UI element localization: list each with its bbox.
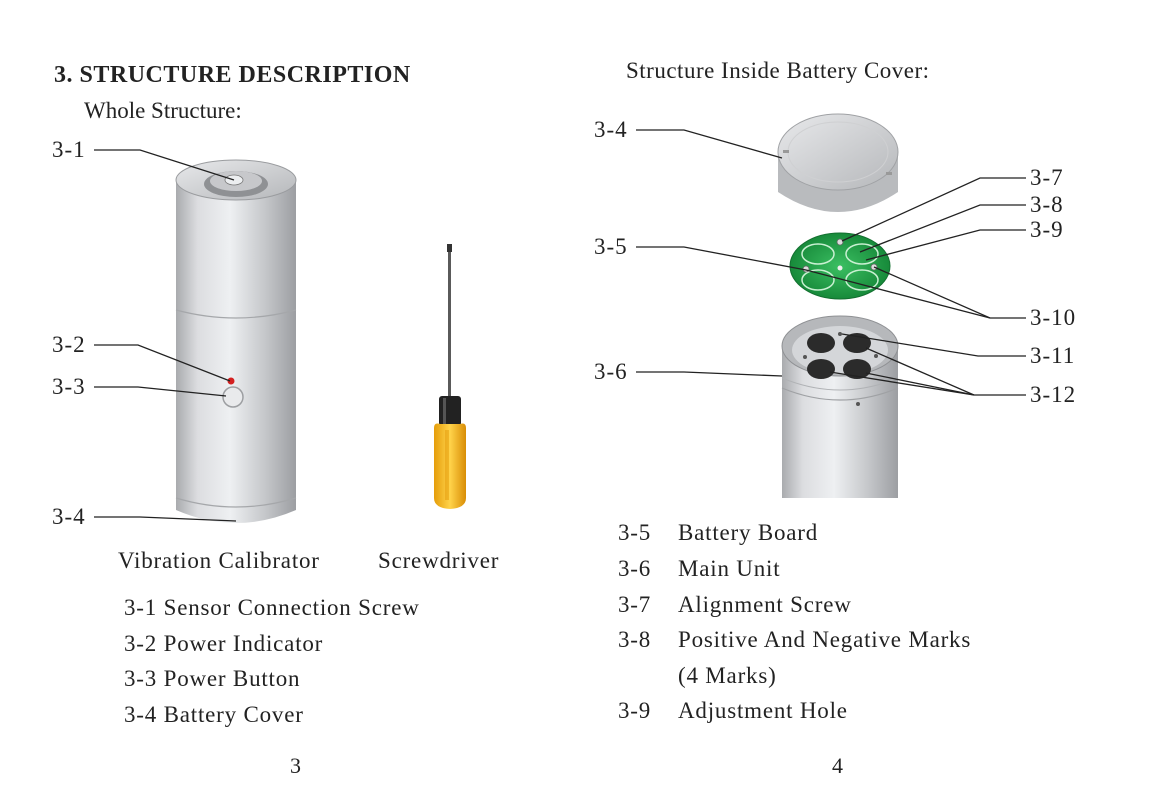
callout-3-1: 3-1: [52, 137, 86, 162]
callout-3-11: 3-11: [1030, 343, 1076, 368]
legend-code: 3-5: [618, 520, 652, 545]
caption-screwdriver: Screwdriver: [378, 548, 500, 573]
legend-text: Alignment Screw: [678, 592, 852, 617]
legend-code: 3-7: [618, 592, 652, 617]
legend-code: 3-8: [618, 627, 652, 652]
callout-3-7: 3-7: [1030, 165, 1064, 190]
callout-3-10: 3-10: [1030, 305, 1077, 330]
vibration-calibrator-image: [175, 159, 297, 523]
callout-3-5: 3-5: [594, 234, 628, 259]
callout-3-12: 3-12: [1030, 382, 1077, 407]
section-heading: 3. STRUCTURE DESCRIPTION: [54, 62, 411, 88]
legend-item: 3-4 Battery Cover: [124, 702, 304, 727]
legend-text: Adjustment Hole: [678, 698, 848, 723]
legend-text: Battery Board: [678, 520, 819, 545]
page-number: 3: [290, 753, 301, 778]
right-heading: Structure Inside Battery Cover:: [626, 58, 930, 83]
battery-cover-image: [777, 113, 899, 212]
main-unit-image: [781, 315, 899, 498]
battery-board-image: [789, 232, 891, 300]
legend-text: Positive And Negative Marks: [678, 627, 972, 652]
section-subheading: Whole Structure:: [84, 98, 242, 123]
callout-3-3: 3-3: [52, 374, 86, 399]
callout-3-4-right: 3-4: [594, 117, 628, 142]
callout-3-6: 3-6: [594, 359, 628, 384]
legend-text: Main Unit: [678, 556, 781, 581]
legend-code: 3-6: [618, 556, 652, 581]
right-leader-lines: [636, 129, 1026, 396]
legend-text-continued: (4 Marks): [678, 663, 777, 688]
callout-3-9: 3-9: [1030, 217, 1064, 242]
legend-item: 3-3 Power Button: [124, 666, 301, 691]
legend-item: 3-2 Power Indicator: [124, 631, 324, 656]
page-number: 4: [832, 753, 843, 778]
callout-3-2: 3-2: [52, 332, 86, 357]
legend-code: 3-9: [618, 698, 652, 723]
callout-3-8: 3-8: [1030, 192, 1064, 217]
legend-item: 3-1 Sensor Connection Screw: [124, 595, 420, 620]
caption-calibrator: Vibration Calibrator: [118, 548, 320, 573]
screwdriver-image: [434, 244, 466, 509]
left-leader-lines: [94, 149, 237, 522]
callout-3-4: 3-4: [52, 504, 86, 529]
